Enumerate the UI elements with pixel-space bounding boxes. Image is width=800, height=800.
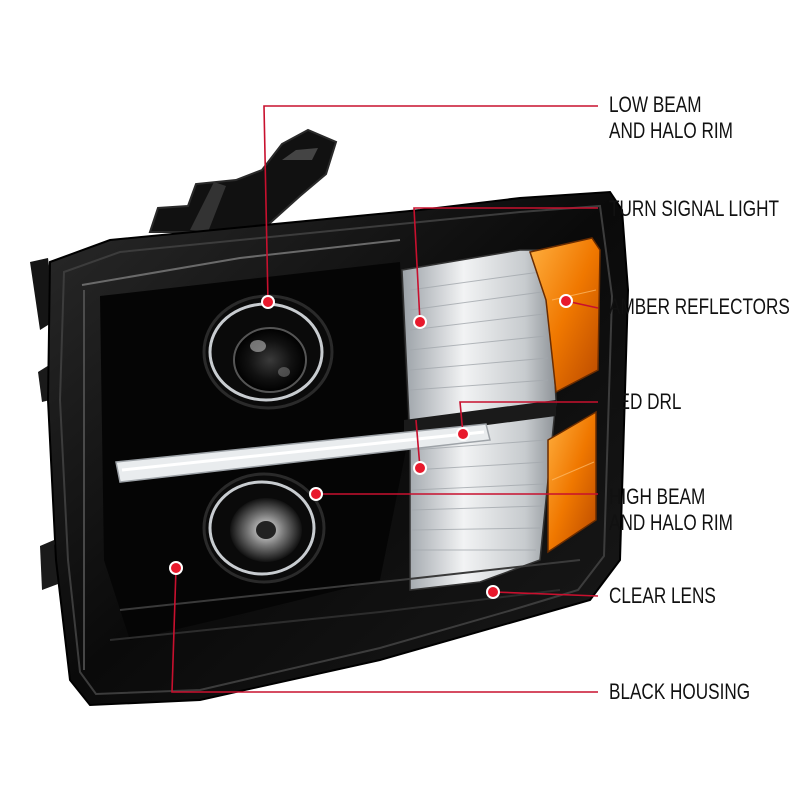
amber-reflector-upper [529,237,601,394]
label-turn-signal-line-1: TURN SIGNAL LIGHT [609,196,780,221]
leader-line-black-housing [171,567,598,693]
leader-line-led-drl [459,401,598,435]
label-clear-lens-line-1: CLEAR LENS [609,583,716,608]
headlight-assembly [30,128,630,707]
callout-dot-low-beam [261,295,275,309]
label-high-beam: HIGH BEAM AND HALO RIM [609,484,733,536]
callout-dots [169,294,573,599]
label-low-beam-line-1: LOW BEAM [609,92,702,117]
callout-dot-turn-signal-lower [413,461,427,475]
mounting-bracket [148,128,338,233]
low-beam-projector [202,294,334,410]
label-turn-signal: TURN SIGNAL LIGHT [609,196,779,222]
amber-reflector-lower [547,410,597,554]
callout-dot-high-beam [309,487,323,501]
leader-line-turn-signal [413,207,598,323]
label-low-beam: LOW BEAM AND HALO RIM [609,92,733,144]
label-led-drl-line-1: LED DRL [609,389,682,414]
leader-line-clear-lens [492,591,599,597]
label-high-beam-line-1: HIGH BEAM [609,484,706,509]
label-high-beam-line-2: AND HALO RIM [609,510,733,535]
label-led-drl: LED DRL [609,389,681,415]
label-low-beam-line-2: AND HALO RIM [609,118,733,143]
callout-dot-black-housing [169,561,183,575]
leader-lines [171,105,599,693]
led-drl-bar [115,423,491,483]
high-beam-reflector [202,472,326,584]
callout-dot-led-drl [456,427,470,441]
callout-dot-clear-lens [486,585,500,599]
callout-dot-turn-signal [413,315,427,329]
label-amber-reflectors-line-1: AMBER REFLECTORS [609,294,790,319]
label-black-housing-line-1: BLACK HOUSING [609,679,751,704]
leader-line-low-beam [263,105,598,303]
leader-line-turn-signal-lower [415,419,421,469]
label-black-housing: BLACK HOUSING [609,679,750,705]
label-clear-lens: CLEAR LENS [609,583,716,609]
label-amber-reflectors: AMBER REFLECTORS [609,294,790,320]
callout-dot-amber-reflectors [559,294,573,308]
